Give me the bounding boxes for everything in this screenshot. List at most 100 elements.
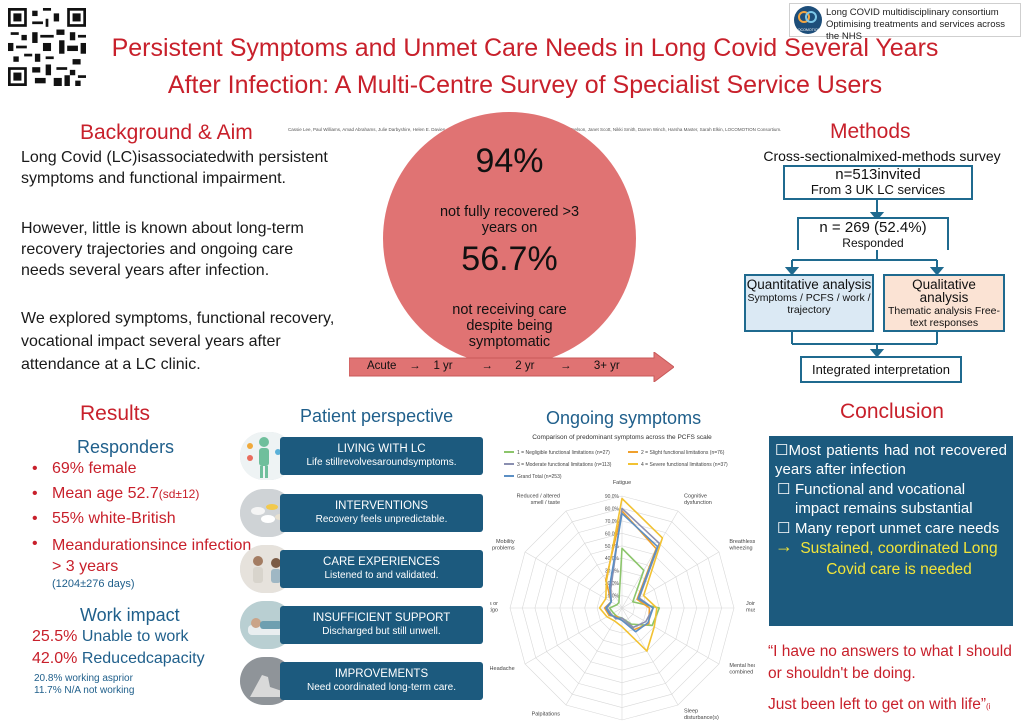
grid-spoke — [524, 607, 623, 665]
theme-title: LIVING WITH LC — [337, 443, 426, 455]
checkbox-icon: ☐ — [777, 481, 791, 498]
theme-interventions-card: INTERVENTIONS Recovery feels unpredictab… — [280, 494, 483, 532]
theme-living-with-lc: LIVING WITH LC Life stillrevolvesarounds… — [240, 432, 484, 480]
conclusion-point-1-text: Most patients had not recovered years af… — [775, 442, 1007, 478]
tick-label: 90.0% — [605, 494, 620, 500]
methods-connectors — [784, 198, 945, 358]
theme-improvements-card: IMPROVEMENTS Need coordinated long-term … — [280, 662, 483, 700]
work-reduced-pct: 42.0% — [32, 650, 78, 667]
arrow-shape-icon — [349, 352, 674, 382]
bullet-duration-text: Meandurationsince infection > 3 years — [52, 537, 252, 575]
legend-label: Grand Total (n=253) — [517, 474, 562, 480]
tick-label: 70.0% — [605, 519, 620, 525]
checkbox-icon: ☐ — [775, 442, 789, 459]
title-line-1: Persistent Symptoms and Unmet Care Needs… — [111, 34, 939, 62]
tick-label: 40.0% — [605, 556, 620, 562]
axis-label: Dizziness orvertigo — [490, 601, 498, 614]
axis-label: Fatigue — [613, 480, 631, 486]
theme-living-with-lc-card: LIVING WITH LC Life stillrevolvesarounds… — [280, 437, 483, 475]
symptom-radar-chart: Comparison of predominant symptoms acros… — [490, 434, 755, 721]
conclusion-point-3-text: Many report unmet care needs — [795, 520, 1000, 537]
tick-label: 60.0% — [605, 531, 620, 537]
conclusion-key-message-text: Sustained, coordinated Long Covid care i… — [800, 540, 998, 578]
quantitative-detail: Symptoms / PCFS / work / trajectory — [747, 292, 871, 316]
qualitative-box: Qualitative analysis Thematic analysis F… — [883, 274, 1005, 332]
responded-label: Responded — [799, 237, 947, 250]
tick-label: 80.0% — [605, 506, 620, 512]
qualitative-detail: Thematic analysis Free-text responses — [887, 305, 1001, 329]
axis-label: Joint ormuscle pain — [746, 601, 755, 614]
theme-care-experiences-card: CARE EXPERIENCES Listened to and validat… — [280, 550, 483, 588]
legend-label: 1 = Negligible functional limitations (n… — [517, 450, 610, 456]
axis-label: Palpitations — [532, 711, 561, 717]
logo-line-1: Long COVID multidisciplinary consortium — [826, 7, 999, 18]
qualitative-title: Qualitative analysis — [912, 277, 976, 305]
series-line — [605, 512, 659, 633]
key-stats-circle: 94% not fully recovered >3 years on 56.7… — [383, 112, 636, 365]
work-reduced-label: Reducedcapacity — [81, 650, 205, 667]
methods-subtitle: Cross-sectionalmixed-methods survey — [763, 148, 1001, 164]
stat-no-care-label: not receiving care despite being symptom… — [452, 302, 567, 350]
integrated-label: Integrated interpretation — [811, 362, 951, 377]
logo-line-2: Optimising treatments and services acros… — [826, 19, 1005, 42]
background-paragraph-1: Long Covid (LC)isassociatedwith persiste… — [21, 149, 328, 187]
conclusion-point-2: ☐Functional and vocational impact remain… — [775, 480, 1007, 518]
arrow-right-icon: → — [775, 536, 793, 556]
theme-title: CARE EXPERIENCES — [323, 556, 440, 568]
axis-label: Mental healthcombined — [729, 663, 755, 676]
theme-title: INSUFFICIENT SUPPORT — [312, 612, 451, 624]
theme-improvements: IMPROVEMENTS Need coordinated long-term … — [240, 657, 484, 705]
consortium-logo: LOCOMOTION Long COVID multidisciplinary … — [789, 3, 1021, 42]
theme-insufficient-support: INSUFFICIENT SUPPORT Discharged but stil… — [240, 601, 484, 649]
bullet-female-text: 69% female — [52, 460, 137, 477]
timeline-labels: Acute → 1 yr → 2 yr → 3+ yr — [367, 360, 620, 372]
legend-label: 2 = Slight functional limitations (n=76) — [641, 450, 725, 456]
locomotion-logo-icon: LOCOMOTION — [794, 6, 822, 34]
responded-box: n = 269 (52.4%) Responded — [797, 217, 949, 250]
patient-quote-2-tail: (i — [985, 702, 991, 711]
grid-spoke — [621, 510, 679, 609]
bullet-age-sd: (sd±12) — [158, 487, 200, 501]
bullet-age-text: Mean age 52.7 — [52, 485, 159, 502]
conclusion-point-1: ☐Most patients had not recovered years a… — [775, 441, 1007, 479]
theme-interventions: INTERVENTIONS Recovery feels unpredictab… — [240, 489, 484, 537]
patient-quote-1: “I have no answers to what I should or s… — [768, 643, 1012, 682]
theme-text: Discharged but still unwell. — [322, 626, 441, 637]
logo-word: LOCOMOTION — [796, 28, 821, 32]
work-reduced: 42.0% Reducedcapacity — [32, 650, 205, 668]
bullet-duration-days: (1204±276 days) — [52, 578, 135, 590]
axis-label: Headache — [490, 666, 515, 672]
tick-label: 10.0% — [605, 594, 620, 600]
series-line — [598, 497, 664, 652]
stat-not-recovered: 94% — [475, 142, 544, 180]
background-paragraph-3: We explored symptoms, functional recover… — [21, 310, 335, 373]
quantitative-box: Quantitative analysis Symptoms / PCFS / … — [744, 274, 874, 332]
grid-spoke — [565, 607, 623, 706]
theme-text: Life stillrevolvesaroundsymptoms. — [306, 457, 457, 468]
theme-text: Need coordinated long-term care. — [307, 682, 456, 693]
stat-not-recovered-label: not fully recovered >3 years on — [439, 204, 580, 236]
integrated-box: Integrated interpretation — [800, 356, 962, 383]
work-not-applicable: 11.7% N/A not working — [34, 685, 135, 696]
results-heading: Results — [80, 402, 151, 425]
background-paragraph-2: However, little is known about long-term… — [21, 220, 304, 279]
work-unable-pct: 25.5% — [32, 628, 78, 645]
theme-title: INTERVENTIONS — [334, 500, 429, 512]
ongoing-symptoms-heading: Ongoing symptoms — [546, 408, 702, 428]
conclusion-point-2-text: Functional and vocational impact remains… — [795, 481, 973, 517]
theme-text: Recovery feels unpredictable. — [315, 514, 448, 525]
conclusion-key-message: → Sustained, coordinated Long Covid care … — [775, 536, 1007, 580]
theme-care-experiences: CARE EXPERIENCES Listened to and validat… — [240, 545, 484, 593]
methods-heading: Methods — [830, 120, 911, 143]
legend-label: 3 = Moderate functional limitations (n=1… — [517, 462, 612, 468]
bullet-ethnicity-text: 55% white-British — [52, 510, 176, 527]
axis-label: Breathlessness orwheezing — [728, 539, 755, 552]
theme-insufficient-support-card: INSUFFICIENT SUPPORT Discharged but stil… — [280, 606, 483, 644]
conclusion-heading: Conclusion — [840, 400, 944, 423]
grid-spoke — [621, 607, 720, 665]
theme-text: Listened to and validated. — [324, 570, 439, 581]
